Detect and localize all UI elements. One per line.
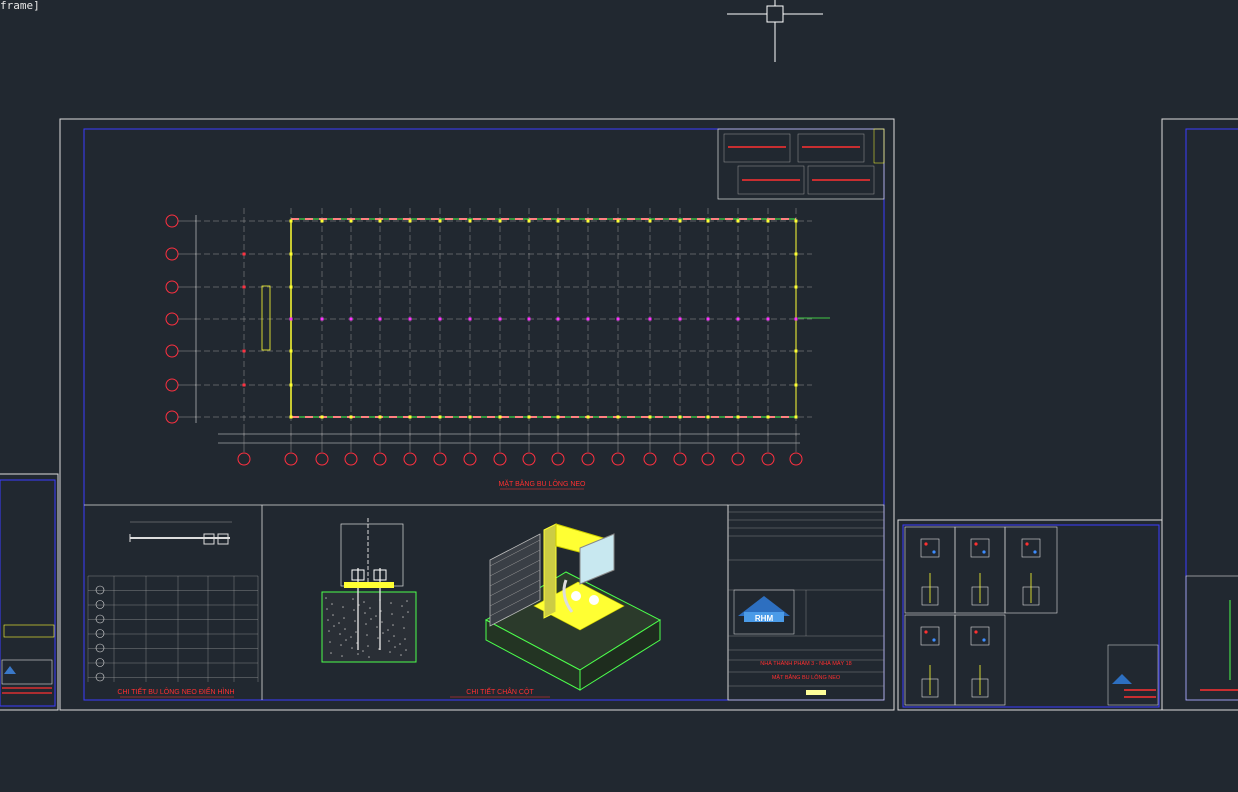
anchor-bolt-plan[interactable] (165, 208, 830, 466)
bolt-detail-title: CHI TIẾT BU LÔNG NEO ĐIỂN HÌNH (117, 686, 234, 696)
title-block[interactable]: RHM NHÀ THÀNH PHẨM 3 - NHÀ MÁY 18 MẶT BẰ… (727, 504, 885, 701)
right-partial-sheet[interactable] (1161, 118, 1238, 711)
left-sheet-details (1, 624, 55, 694)
project-line: NHÀ THÀNH PHẨM 3 - NHÀ MÁY 18 (760, 660, 851, 667)
mid-title-block (1107, 644, 1159, 706)
svg-text:RHM: RHM (755, 614, 774, 623)
plan-title: MẶT BẰNG BU LÔNG NEO (499, 479, 587, 488)
left-partial-sheet[interactable] (0, 473, 59, 711)
detail-sheet-middle[interactable] (897, 519, 1163, 711)
crosshair-cursor-icon (727, 0, 823, 62)
drawing-name: MẶT BẰNG BU LÔNG NEO (772, 673, 841, 681)
isometric-column-base (484, 523, 662, 691)
company-logo: RHM (733, 589, 795, 635)
bolt-detail-panel: CHI TIẾT BU LÔNG NEO ĐIỂN HÌNH (87, 521, 259, 698)
footing-section-panel (321, 518, 417, 663)
main-drawing-sheet[interactable]: MẶT BẰNG BU LÔNG NEO CHI TIẾT BU LÔNG NE… (59, 118, 895, 711)
key-plan-inset (717, 128, 885, 200)
footing-detail-title: CHI TIẾT CHÂN CỘT (466, 686, 534, 696)
viewport-label: frame] (0, 0, 40, 12)
